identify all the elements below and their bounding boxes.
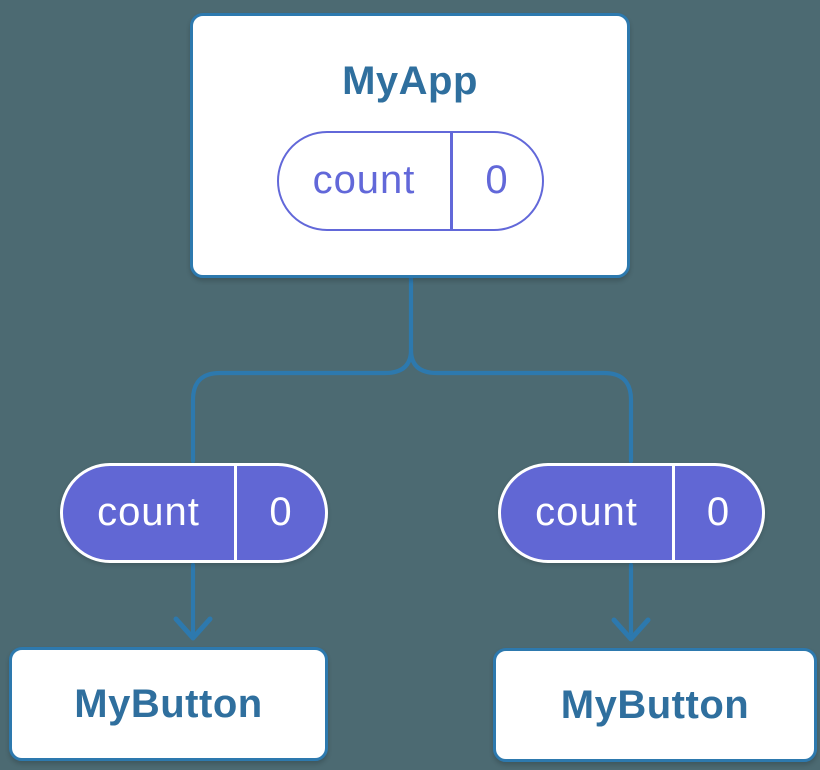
- node-card-myapp: MyApp count 0: [190, 13, 630, 278]
- prop-pill-left-label: count: [97, 489, 200, 534]
- pill-divider: [672, 466, 675, 560]
- prop-pill-left: count 0: [60, 463, 328, 563]
- pill-divider: [449, 133, 453, 229]
- prop-pill-right-value: 0: [706, 489, 731, 534]
- pill-divider: [234, 466, 237, 560]
- state-pill-value: 0: [485, 157, 509, 202]
- node-card-mybutton-left: MyButton: [9, 647, 328, 761]
- arrow-head-left-icon: [173, 616, 213, 641]
- node-title-mybutton-right: MyButton: [560, 682, 750, 727]
- prop-pill-right: count 0: [498, 463, 765, 563]
- state-pill-label: count: [312, 157, 416, 202]
- connector-branch-right: [408, 347, 634, 464]
- prop-pill-right-label: count: [535, 489, 638, 534]
- connector-branch-left: [190, 347, 414, 464]
- state-pill-myapp: count 0: [276, 131, 544, 231]
- arrow-head-right-icon: [611, 617, 651, 642]
- node-title-mybutton-left: MyButton: [74, 681, 263, 726]
- node-title-myapp: MyApp: [342, 59, 478, 103]
- node-card-mybutton-right: MyButton: [493, 648, 817, 762]
- prop-pill-left-value: 0: [269, 489, 293, 534]
